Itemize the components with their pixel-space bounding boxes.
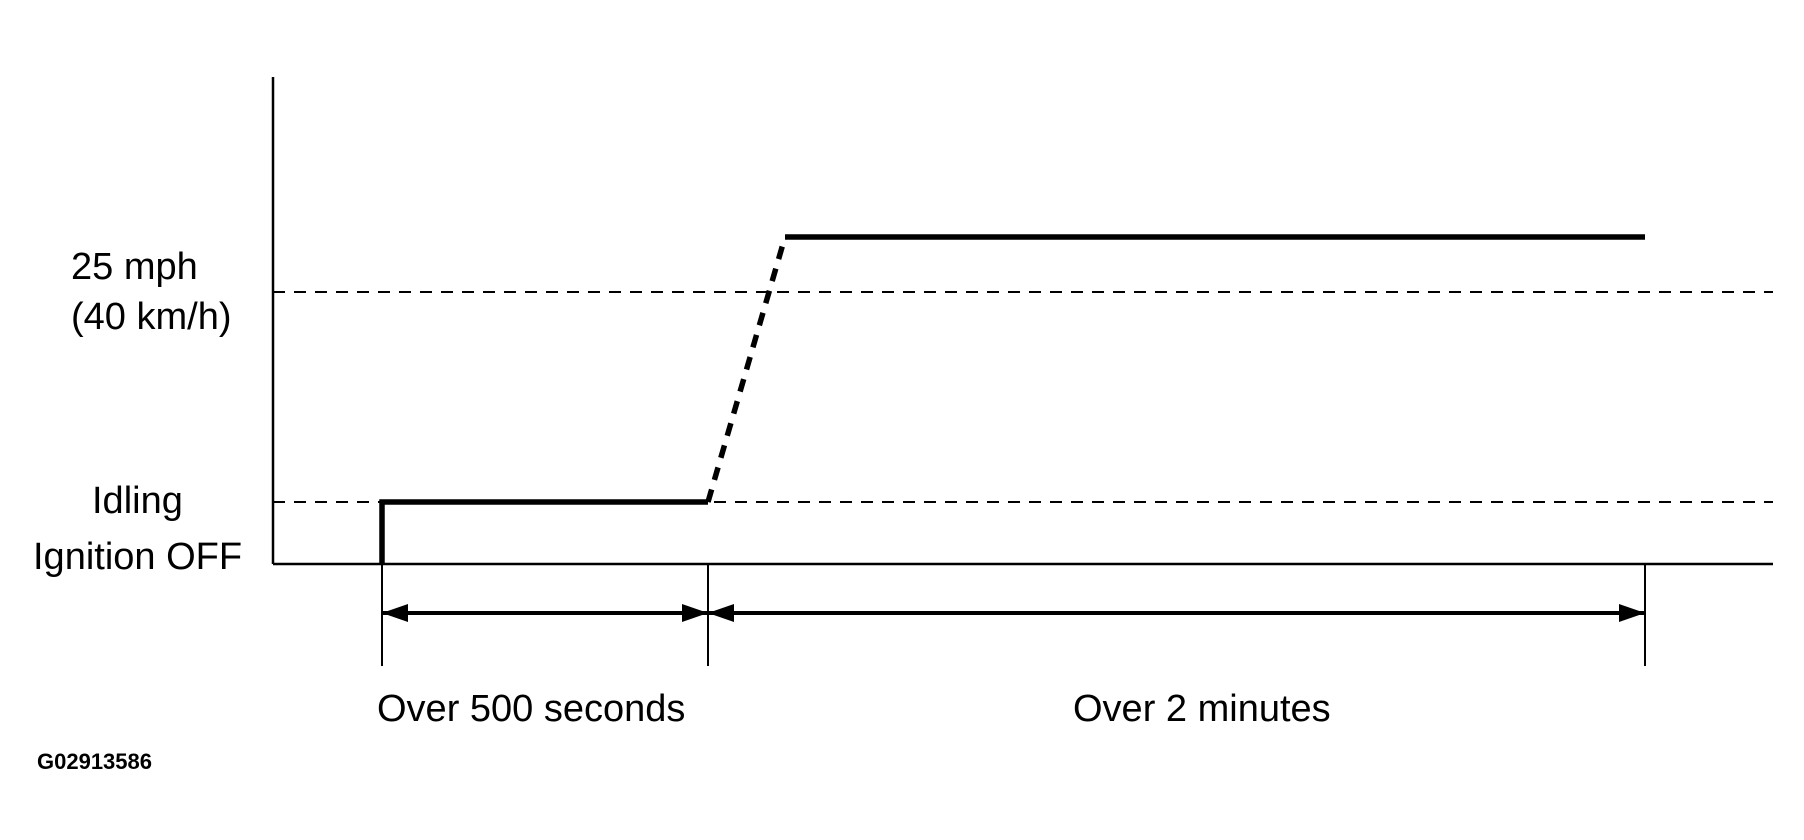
interval-arrow-first xyxy=(382,604,708,622)
acceleration-segment xyxy=(705,236,788,503)
idling-label: Idling xyxy=(92,480,183,522)
interval-label-first: Over 500 seconds xyxy=(377,688,686,730)
idling-segment xyxy=(379,499,708,564)
interval-label-second: Over 2 minutes xyxy=(1073,688,1331,730)
speed-label-mph: 25 mph xyxy=(71,246,198,288)
interval-arrow-second xyxy=(708,604,1645,622)
figure-id: G02913586 xyxy=(37,749,152,774)
speed-label-kmh: (40 km/h) xyxy=(71,296,232,338)
ignition-off-label: Ignition OFF xyxy=(33,536,243,578)
